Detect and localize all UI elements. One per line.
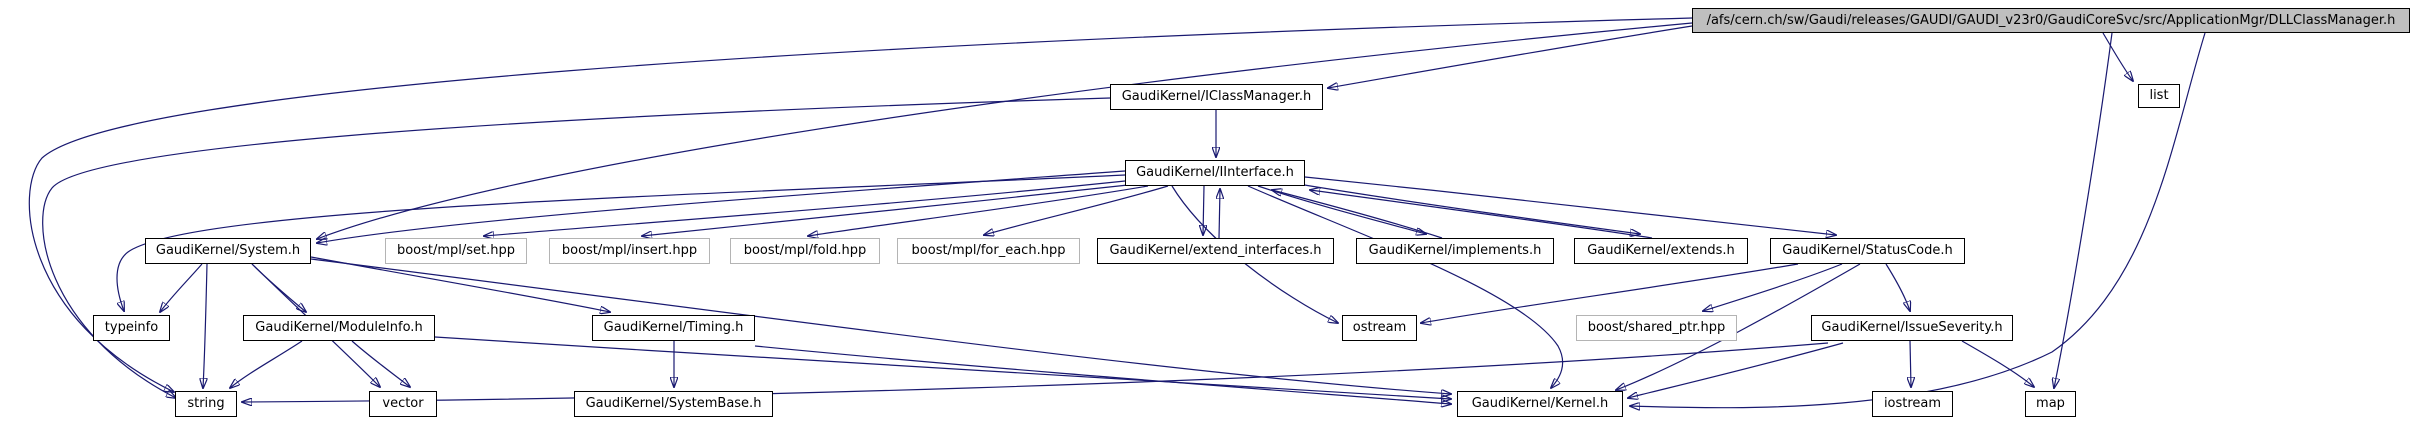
edge-iif-sys [317, 170, 1126, 243]
edge-iif-fe [984, 185, 1169, 235]
node-system[interactable]: GaudiKernel/System.h [145, 238, 311, 264]
edge-mi-str [230, 340, 303, 388]
edge-sc-ker [1616, 263, 1861, 390]
edge-iif-ext [1291, 182, 1640, 234]
node-systembase[interactable]: GaudiKernel/SystemBase.h [574, 391, 773, 417]
edge-is-ios [1910, 340, 1911, 387]
node-moduleinfo[interactable]: GaudiKernel/ModuleInfo.h [243, 315, 435, 341]
node-implements[interactable]: GaudiKernel/implements.h [1356, 238, 1554, 264]
edge-ei-iif [1219, 189, 1220, 239]
edge-sys-ker [310, 258, 1451, 394]
edge-dll-list [2102, 32, 2133, 81]
edge-iif-ins [642, 184, 1129, 236]
edge-iif-sc [1304, 176, 1836, 235]
node-extend-interfaces[interactable]: GaudiKernel/extend_interfaces.h [1097, 238, 1334, 264]
node-issueseverity[interactable]: GaudiKernel/IssueSeverity.h [1811, 315, 2013, 341]
edge-is-map [1961, 340, 2034, 387]
edge-is-ker [1628, 342, 1844, 398]
edge-sc-ost [1421, 263, 1799, 323]
node-map[interactable]: map [2025, 391, 2076, 417]
node-kernel[interactable]: GaudiKernel/Kernel.h [1457, 391, 1623, 417]
edge-sys-ti [160, 263, 203, 312]
edge-sc-sp [1703, 263, 1843, 311]
edge-icm-str [42, 97, 1111, 398]
node-boost-mpl-set[interactable]: boost/mpl/set.hpp [385, 238, 527, 264]
edge-dll-sys [317, 22, 1693, 239]
edge-imp-iif [1272, 190, 1443, 239]
node-boost-mpl-fold[interactable]: boost/mpl/fold.hpp [730, 238, 880, 264]
edge-sc-is [1885, 263, 1910, 311]
node-timing[interactable]: GaudiKernel/Timing.h [592, 315, 755, 341]
node-iclassmanager[interactable]: GaudiKernel/IClassManager.h [1110, 84, 1323, 110]
node-iostream[interactable]: iostream [1872, 391, 1953, 417]
node-extends[interactable]: GaudiKernel/extends.h [1574, 238, 1748, 264]
node-list[interactable]: list [2138, 84, 2180, 108]
node-vector[interactable]: vector [369, 391, 437, 417]
node-statuscode[interactable]: GaudiKernel/StatusCode.h [1770, 238, 1965, 264]
edge-dll-str [28, 17, 1693, 392]
node-dllclassmanager[interactable]: /afs/cern.ch/sw/Gaudi/releases/GAUDI/GAU… [1692, 8, 2410, 33]
edge-iif-ei [1203, 185, 1204, 235]
edge-tim-ker [754, 345, 1451, 404]
node-string[interactable]: string [175, 391, 237, 417]
node-boost-shared-ptr[interactable]: boost/shared_ptr.hpp [1576, 315, 1737, 341]
edge-iif-ost [1171, 185, 1338, 323]
edge-dll-ker [1630, 32, 2206, 408]
edge-ext-iif [1310, 190, 1653, 239]
edge-iif-fold [808, 185, 1149, 236]
edge-mi-ker [434, 336, 1451, 399]
edge-iif-ti [116, 174, 1126, 311]
node-iinterface[interactable]: GaudiKernel/IInterface.h [1125, 160, 1305, 186]
edge-dll-icm [1328, 25, 1693, 88]
edge-iif-set [484, 180, 1126, 236]
edge-sys-str [203, 263, 208, 388]
edge-dll-map [2054, 32, 2113, 388]
node-boost-mpl-insert[interactable]: boost/mpl/insert.hpp [549, 238, 710, 264]
edge-mi-vec [351, 340, 410, 387]
node-boost-mpl-for-each[interactable]: boost/mpl/for_each.hpp [897, 238, 1080, 264]
node-typeinfo[interactable]: typeinfo [93, 315, 170, 341]
node-ostream[interactable]: ostream [1342, 315, 1417, 341]
